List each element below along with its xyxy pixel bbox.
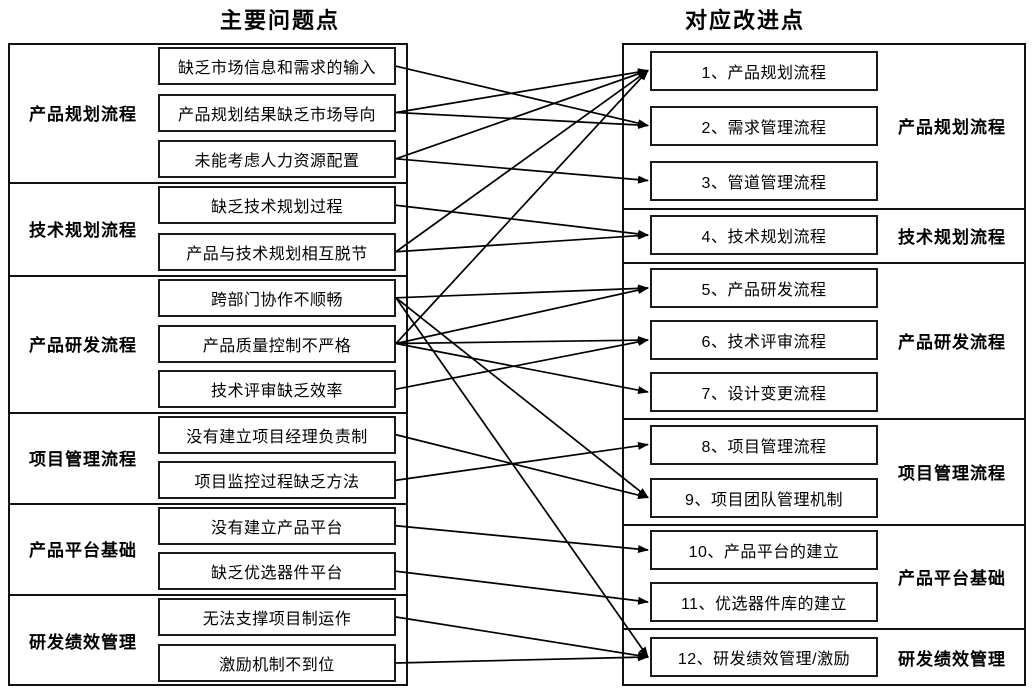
mapping-arrow [395,337,649,391]
mapping-arrow [395,616,649,660]
mapping-arrow [395,284,649,299]
problem-item: 缺乏市场信息和需求的输入 [158,47,396,85]
mapping-arrow [395,69,649,345]
improvement-item: 2、需求管理流程 [650,106,878,146]
problem-item: 项目监控过程缺乏方法 [158,461,396,499]
problem-category-band [8,503,408,594]
improvement-item: 7、设计变更流程 [650,372,878,412]
mapping-arrow [395,653,649,664]
mapping-arrow [395,336,649,345]
improvement-category-label: 产品平台基础 [898,568,1006,588]
problem-category-label: 项目管理流程 [29,450,137,469]
improvement-category-label: 产品规划流程 [898,118,1006,137]
problem-category-label: 产品平台基础 [29,541,137,560]
problem-item: 产品与技术规划相互脱节 [158,233,396,271]
problem-item: 激励机制不到位 [158,644,396,682]
mapping-arrow [395,65,649,128]
improvement-item: 6、技术评审流程 [650,320,878,360]
improvement-category-band [622,262,1026,418]
improvement-category-band [622,628,1026,686]
problem-category-band [8,594,408,686]
mapping-arrow [395,433,649,499]
improvement-item: 12、研发绩效管理/激励 [650,637,878,677]
problem-item: 无法支撑项目制运作 [158,598,396,636]
left-column-title: 主要问题点 [219,8,340,33]
mapping-arrow [395,297,649,499]
problem-category-label: 产品研发流程 [29,336,137,355]
problem-item: 没有建立项目经理负责制 [158,416,396,454]
improvement-item: 5、产品研发流程 [650,268,878,308]
problem-item: 产品质量控制不严格 [158,325,396,363]
right-column-title: 对应改进点 [684,8,805,33]
improvement-item: 3、管道管理流程 [650,161,878,201]
problem-category-band [8,275,408,412]
mapping-arrow [395,204,649,238]
mapping-arrow [395,441,649,482]
problem-item: 技术评审缺乏效率 [158,370,396,408]
mapping-arrow [395,69,649,160]
mapping-arrow [395,524,649,554]
improvement-category-band [622,208,1026,262]
problem-category-band [8,182,408,275]
mapping-arrow [395,286,649,345]
mapping-arrow [395,231,649,253]
problem-item: 缺乏优选器件平台 [158,552,396,590]
problem-category-band [8,412,408,503]
mapping-arrow [395,111,649,129]
problem-item: 产品规划结果缺乏市场导向 [158,94,396,132]
mapping-arrow [395,69,649,253]
mapping-arrow [395,342,649,395]
problem-category-label: 产品规划流程 [29,105,137,124]
improvement-item: 8、项目管理流程 [650,425,878,465]
improvement-item: 1、产品规划流程 [650,51,878,91]
improvement-category-label: 项目管理流程 [898,463,1006,483]
improvement-category-label: 技术规划流程 [898,227,1006,247]
improvement-category-band [622,524,1026,628]
problem-item: 未能考虑人力资源配置 [158,140,396,178]
improvement-category-label: 研发绩效管理 [898,649,1006,669]
problem-item: 缺乏技术规划过程 [158,186,396,224]
mapping-arrow [395,157,649,184]
problem-item: 跨部门协作不顺畅 [158,279,396,317]
problem-category-label: 技术规划流程 [29,221,137,240]
improvement-category-band [622,418,1026,524]
mapping-arrow [395,570,649,605]
improvement-item: 11、优选器件库的建立 [650,582,878,622]
improvement-item: 10、产品平台的建立 [650,530,878,570]
mapping-arrow [395,68,649,114]
mapping-arrow [395,297,649,658]
problem-item: 没有建立产品平台 [158,507,396,545]
problem-category-label: 研发绩效管理 [29,632,137,652]
improvement-item: 9、项目团队管理机制 [650,478,878,518]
improvement-category-label: 产品研发流程 [898,332,1006,352]
improvement-item: 4、技术规划流程 [650,215,878,255]
